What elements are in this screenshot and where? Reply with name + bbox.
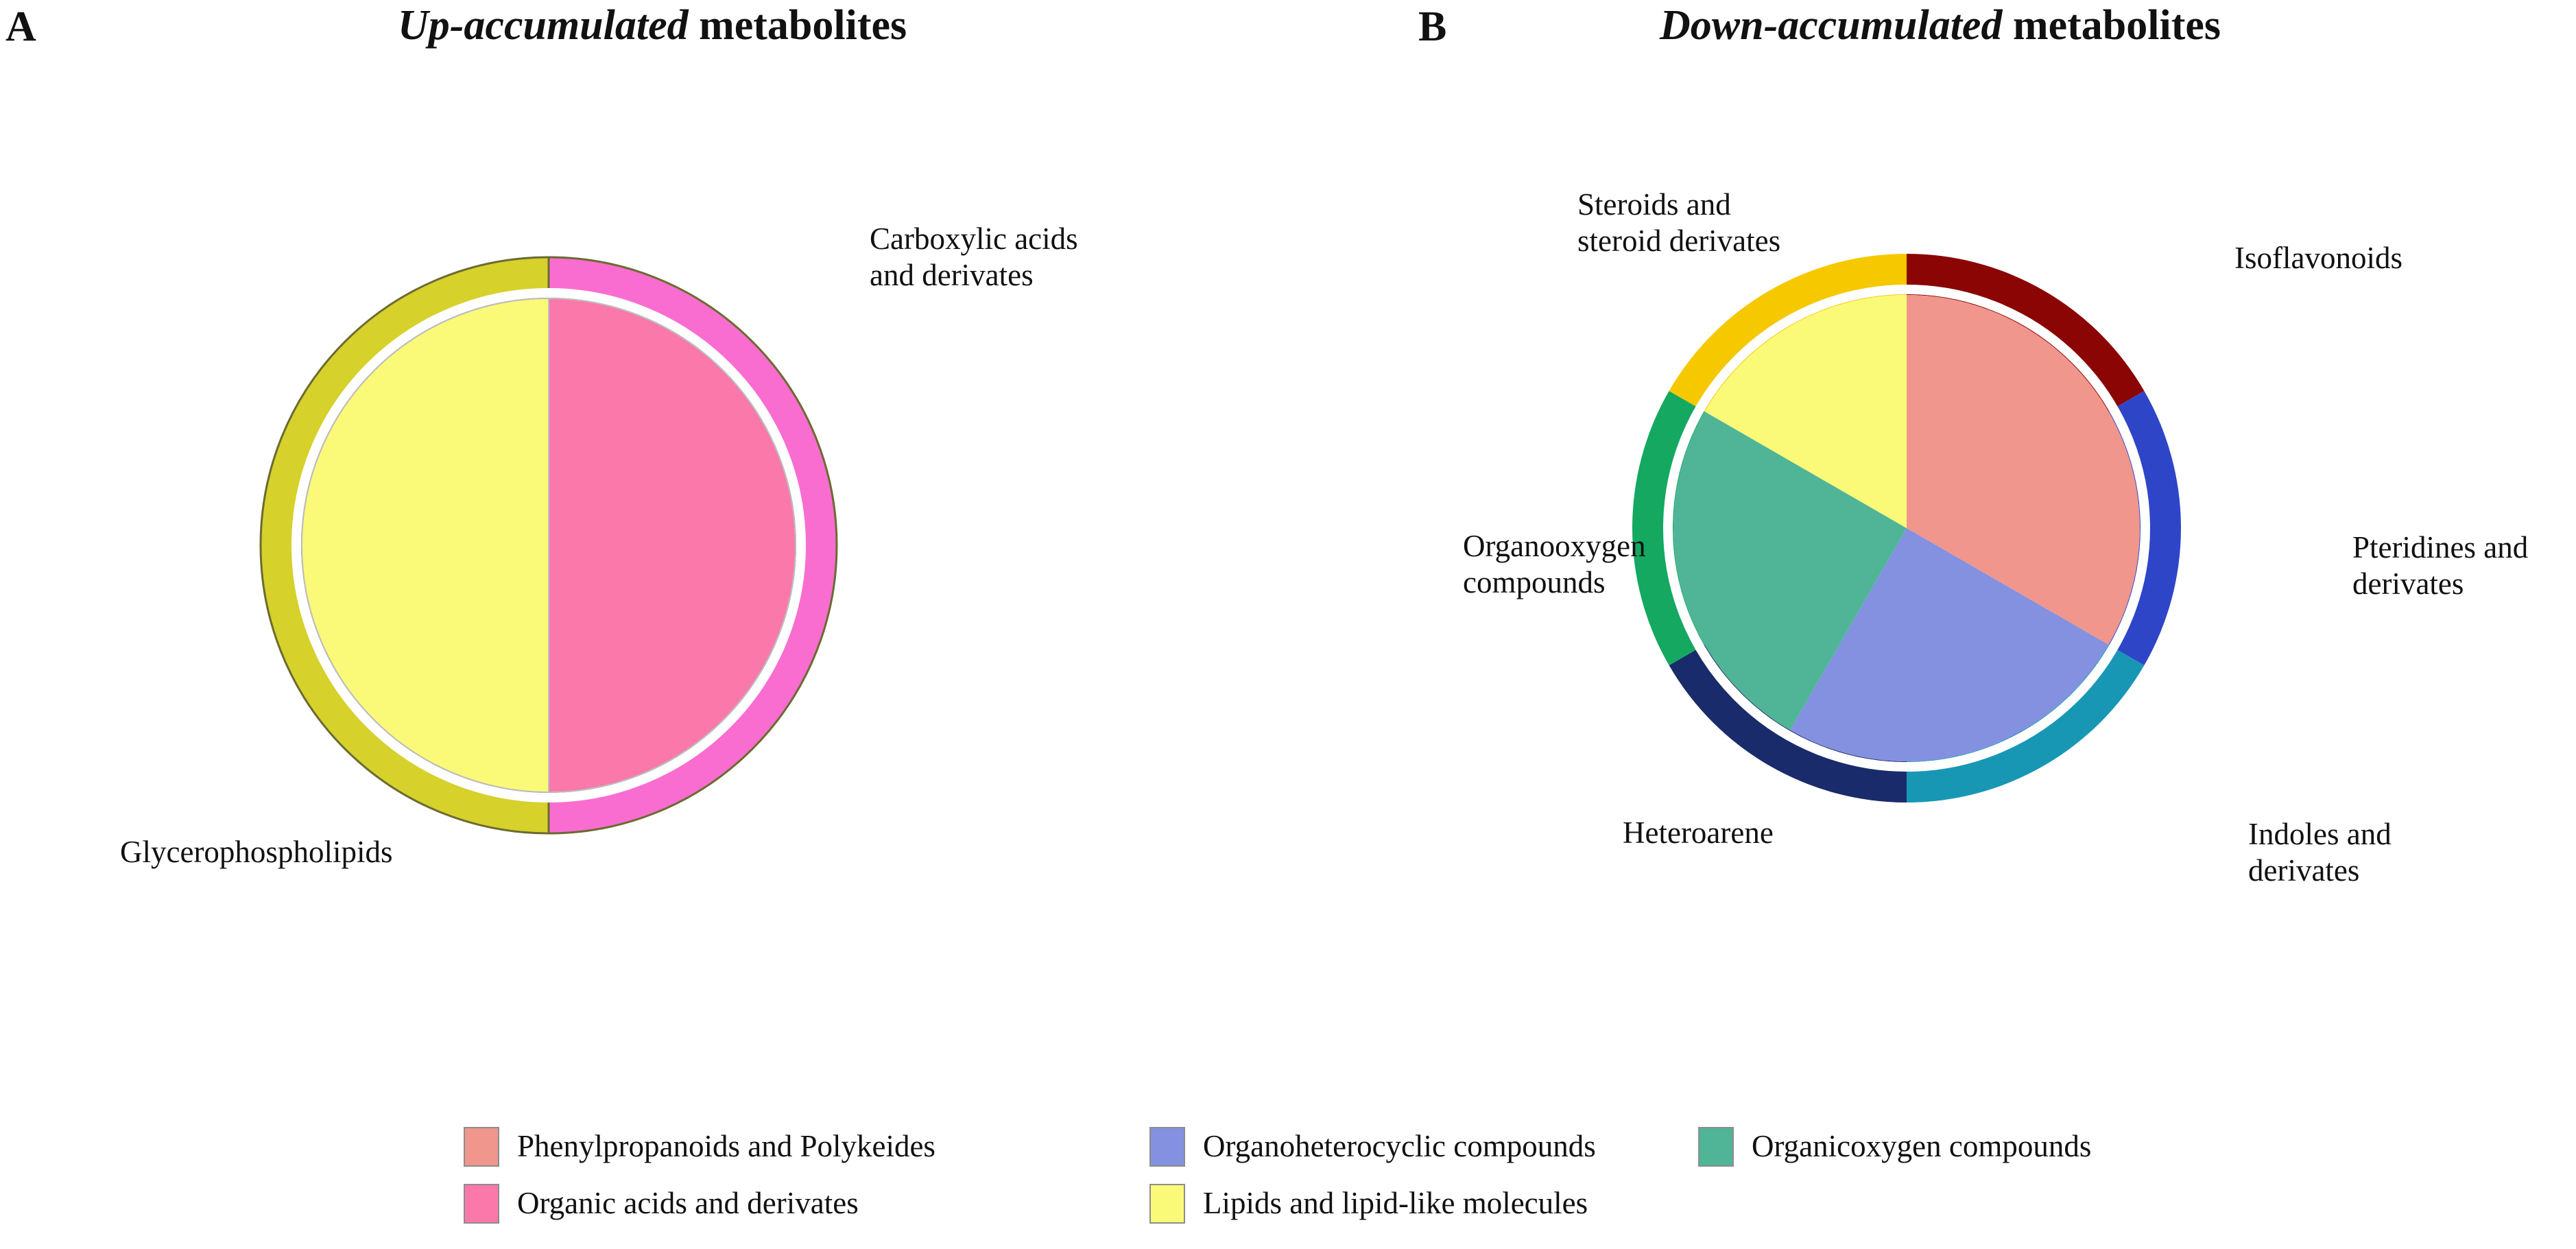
- donut-b-inner-slice-organicoxygen: [1673, 412, 1907, 730]
- donut-b-separator-ring: [1663, 285, 2150, 772]
- legend-swatch-organicoxygen: [1698, 1126, 1734, 1167]
- panel-letter-a: A: [5, 3, 36, 50]
- legend-item-organicoxygen: Organicoxygen compounds: [1698, 1126, 2261, 1167]
- legend-label-organic-acids: Organic acids and derivates: [517, 1186, 859, 1220]
- slice-label-steroids: Steroids and steroid derivates: [1577, 187, 1781, 259]
- legend-swatch-organoheterocyclic: [1149, 1126, 1185, 1167]
- legend: Phenylpropanoids and Polykeides Organohe…: [464, 1118, 2261, 1232]
- slice-label-isoflavonoids: Isoflavonoids: [2234, 241, 2402, 275]
- legend-swatch-phenylpropanoids: [464, 1126, 499, 1167]
- donut-a-inner-slice-lipids: [301, 297, 549, 794]
- slice-label-pteridines: Pteridines and derivates: [2352, 530, 2529, 602]
- donut-a-svg: [259, 256, 838, 835]
- donut-b-inner-slice-organoheterocyclic: [1790, 528, 2109, 762]
- donut-b-inner-slice-lipids: [1704, 295, 1907, 528]
- legend-item-organic-acids: Organic acids and derivates: [464, 1183, 1149, 1224]
- donut-chart-a: [247, 243, 850, 847]
- legend-item-lipids: Lipids and lipid-like molecules: [1149, 1183, 1698, 1224]
- panel-title-b-emphasis: Down-accumulated: [1660, 2, 2003, 49]
- legend-label-lipids: Lipids and lipid-like molecules: [1203, 1186, 1588, 1220]
- legend-swatch-organic-acids: [464, 1183, 499, 1224]
- slice-label-carboxylic-acids: Carboxylic acids and derivates: [870, 222, 1078, 293]
- legend-label-organoheterocyclic: Organoheterocyclic compounds: [1203, 1129, 1596, 1163]
- slice-label-organooxygen: Organooxygen compounds: [1463, 529, 1646, 600]
- donut-a-inner-slice-organic-acids: [548, 297, 796, 794]
- panel-title-a-emphasis: Up-accumulated: [398, 2, 689, 49]
- donut-chart-b: [1619, 240, 2195, 816]
- panel-title-a: Up-accumulated metabolites: [398, 4, 907, 47]
- legend-label-organicoxygen: Organicoxygen compounds: [1752, 1129, 2092, 1163]
- donut-b-svg: [1632, 254, 2181, 802]
- donut-b-inner-slice-phenylpropanoids: [1907, 295, 2140, 645]
- legend-item-phenylpropanoids: Phenylpropanoids and Polykeides: [464, 1126, 1149, 1167]
- panel-title-b: Down-accumulated metabolites: [1660, 4, 2221, 47]
- legend-swatch-lipids: [1149, 1183, 1185, 1224]
- slice-label-indoles: Indoles and derivates: [2248, 817, 2392, 888]
- legend-item-organoheterocyclic: Organoheterocyclic compounds: [1149, 1126, 1698, 1167]
- panel-letter-b: B: [1418, 3, 1447, 50]
- donut-a-separator-ring: [291, 288, 806, 802]
- slice-label-heteroarene: Heteroarene: [1623, 816, 1774, 850]
- panel-title-b-rest: metabolites: [2012, 2, 2221, 49]
- slice-label-glycerophospholipids: Glycerophospholipids: [120, 835, 393, 869]
- panel-title-a-rest: metabolites: [699, 2, 907, 49]
- legend-label-phenylpropanoids: Phenylpropanoids and Polykeides: [517, 1129, 935, 1163]
